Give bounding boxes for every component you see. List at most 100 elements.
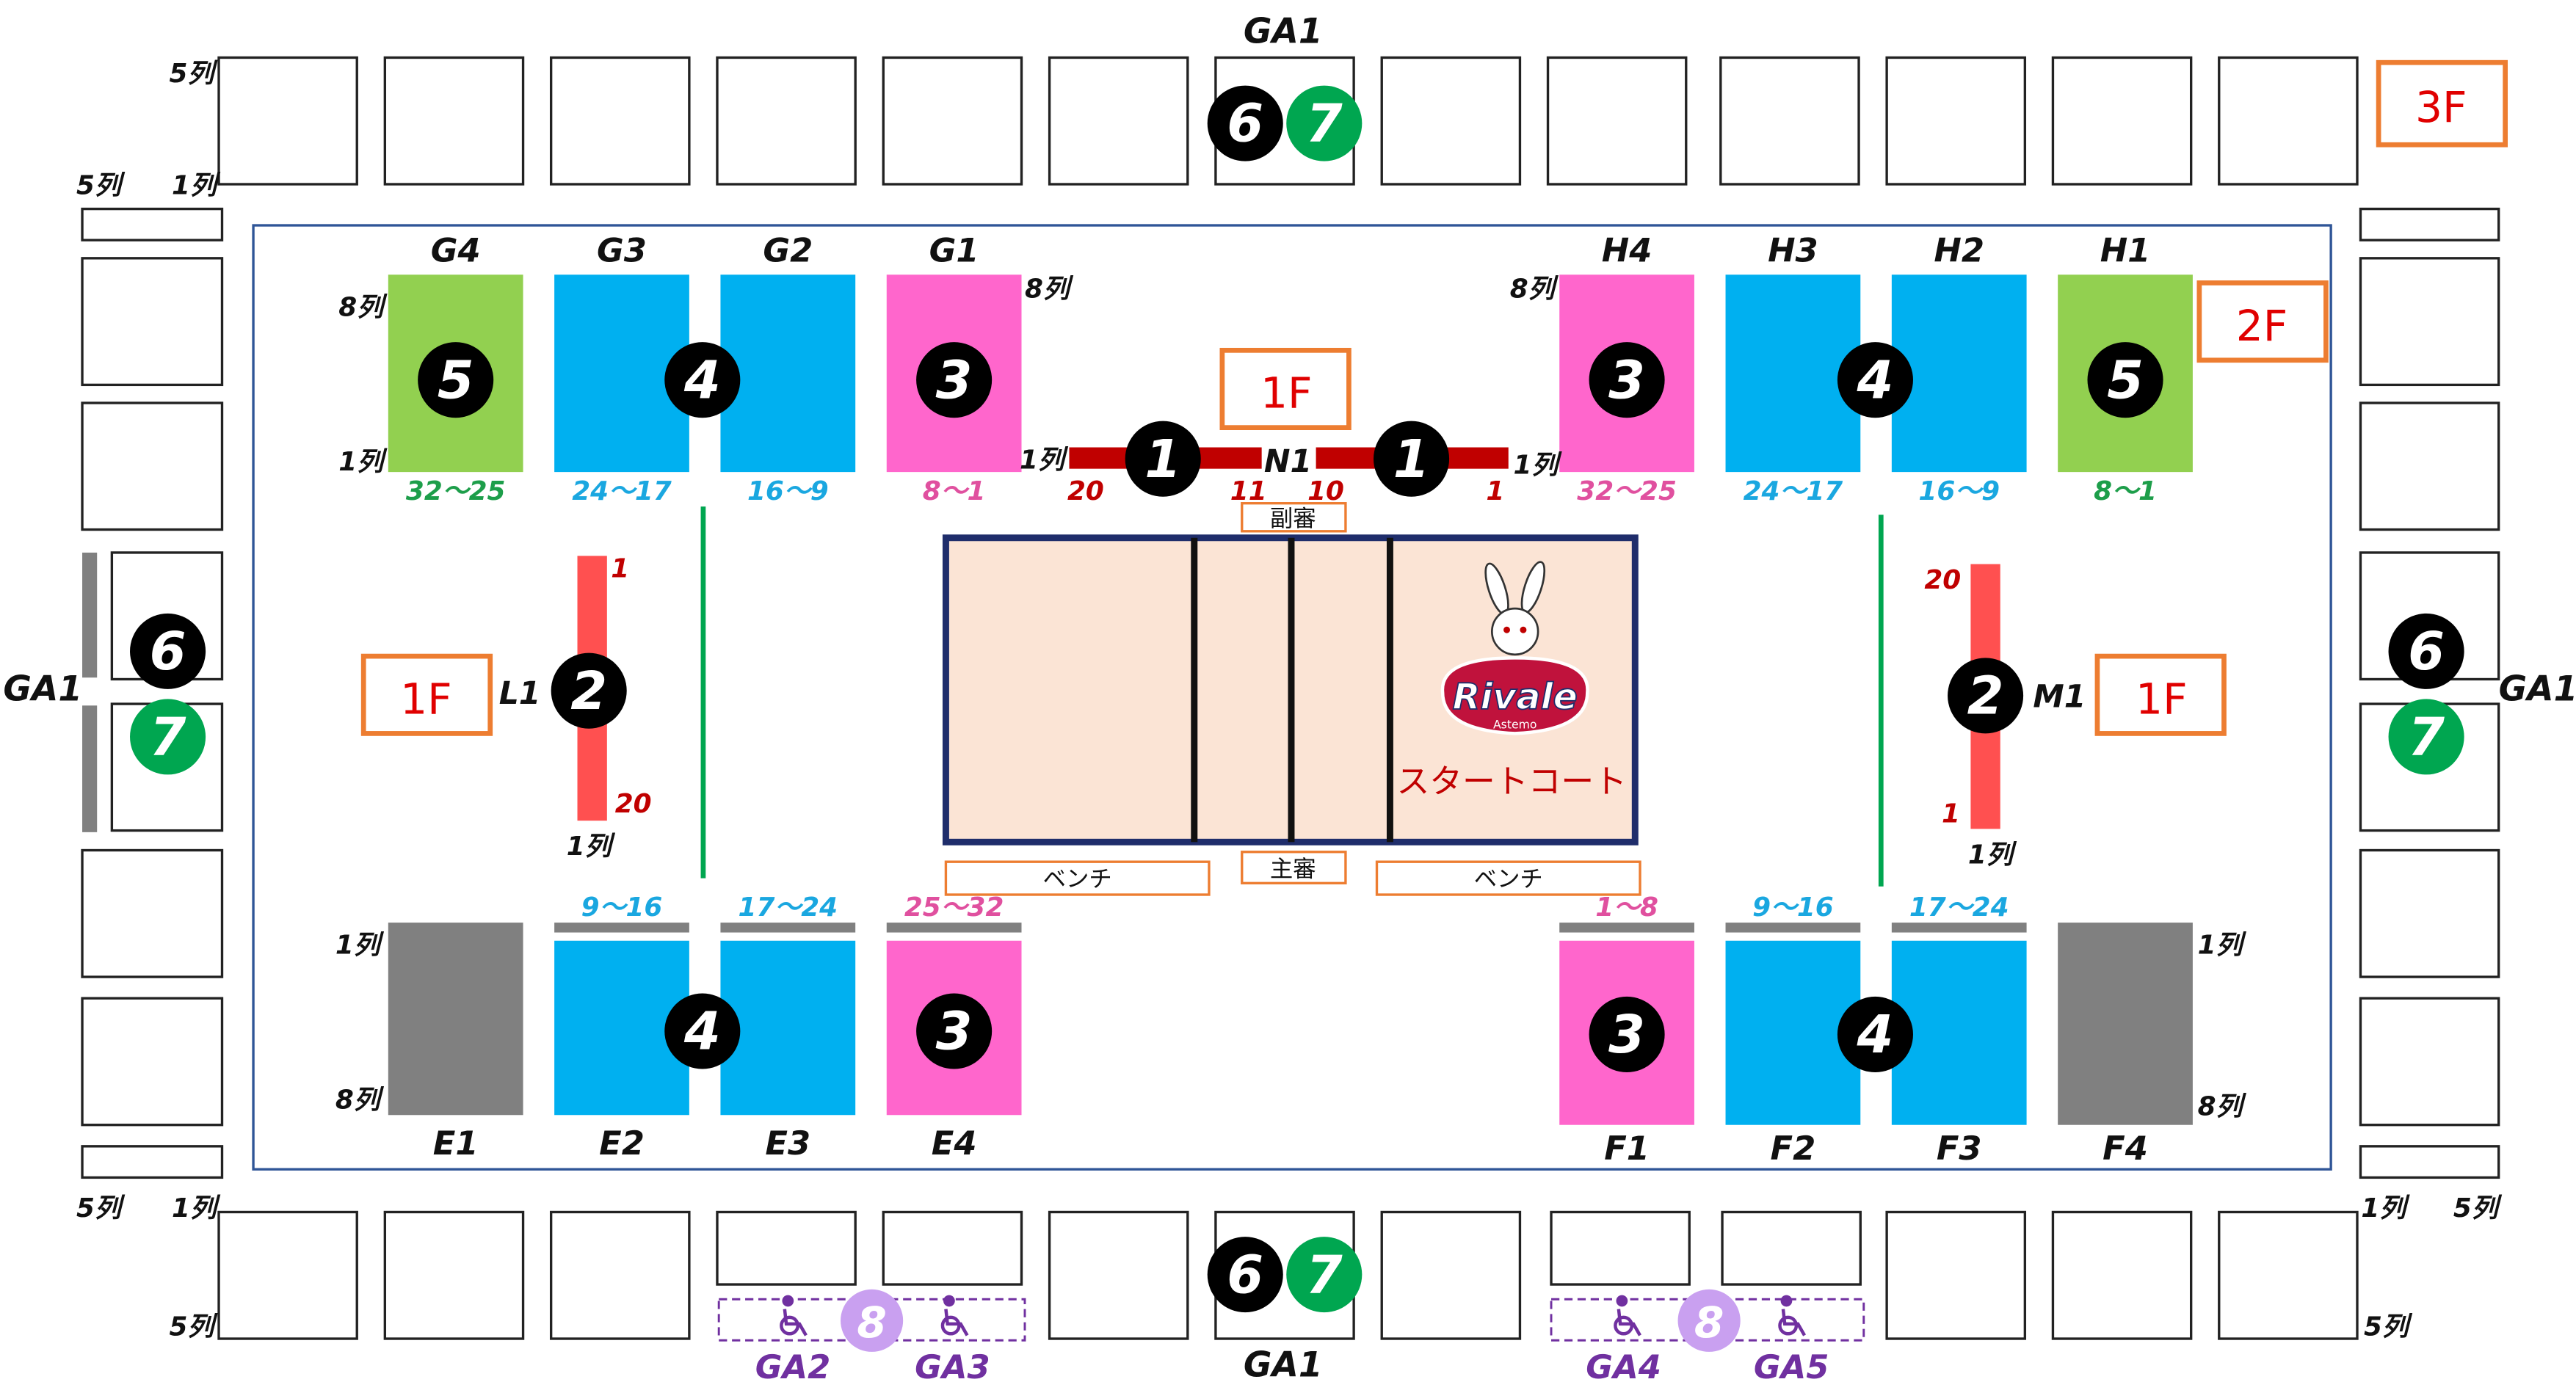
rank-6-label: 6 [1227, 1243, 1263, 1305]
range-h2: 16〜9 [1918, 476, 2000, 506]
row-label: 5列 [76, 1193, 126, 1223]
stand-box[interactable] [81, 207, 224, 241]
green-line [1878, 514, 1884, 887]
rank-8-label: 8 [857, 1298, 887, 1347]
range-g4: 32〜25 [406, 476, 506, 506]
logo-brand: Rivale [1452, 675, 1578, 718]
stand-box[interactable] [1885, 1210, 2027, 1340]
stand-box[interactable] [1721, 1210, 1862, 1286]
stand-box[interactable] [2359, 207, 2500, 241]
rank-5-label: 5 [2107, 349, 2144, 410]
row-label: 1列 [1020, 445, 1069, 476]
stand-box[interactable] [716, 1210, 857, 1286]
block-e3-railing [720, 923, 856, 933]
stand-box[interactable] [1546, 56, 1688, 186]
range-g2: 16〜9 [747, 476, 829, 506]
stand-box[interactable] [2359, 257, 2500, 387]
row-label: 5列 [2453, 1193, 2503, 1223]
rank-4-badge [664, 993, 741, 1069]
stand-box[interactable] [1048, 1210, 1189, 1340]
block-e3[interactable] [720, 940, 856, 1116]
row-label: 8列 [2198, 1091, 2247, 1121]
block-e1[interactable] [388, 923, 523, 1116]
stand-box[interactable] [549, 56, 691, 186]
stand-box[interactable] [1380, 1210, 1522, 1340]
upper-stand-top [217, 56, 2359, 186]
stand-box[interactable] [549, 1210, 691, 1340]
stand-box[interactable] [81, 257, 224, 387]
block-f3[interactable] [1891, 940, 2027, 1125]
stand-box[interactable] [217, 56, 358, 186]
block-h3[interactable] [1725, 274, 1861, 473]
block-f4[interactable] [2058, 923, 2193, 1125]
wheelchair-area-right[interactable] [1550, 1298, 1865, 1342]
stand-box[interactable] [1719, 56, 1860, 186]
block-h2-label: H2 [1934, 230, 1984, 269]
rank-2-badge [551, 652, 627, 729]
row-label: 1列 [2361, 1193, 2410, 1223]
rank-7-label: 7 [1306, 1243, 1343, 1305]
stand-box[interactable] [2359, 997, 2500, 1127]
stand-box[interactable] [2051, 1210, 2193, 1340]
rank-6-label: 6 [150, 620, 186, 682]
rank-3-label: 3 [1608, 349, 1645, 410]
range-e2: 9〜16 [581, 892, 663, 923]
stand-box[interactable] [383, 1210, 525, 1340]
floor-tag-1f-right [2094, 653, 2227, 736]
wheelchair-icon [1614, 1295, 1641, 1336]
row-label: 5列 [76, 170, 126, 200]
row-label: 8列 [338, 292, 388, 322]
rank-4-label: 4 [1856, 1003, 1893, 1065]
stand-box[interactable] [81, 848, 224, 978]
rank-3-badge [916, 993, 993, 1069]
gray-divider [82, 705, 98, 832]
seat-number: 10 [1307, 476, 1344, 506]
bench-right-box [1375, 860, 1641, 896]
rank-7-label: 7 [2408, 706, 2445, 768]
stand-box[interactable] [1885, 56, 2027, 186]
rank-8-badge [1677, 1289, 1741, 1352]
seat-number: 20 [1924, 565, 1961, 595]
row-label: 1列 [567, 832, 616, 862]
stand-box[interactable] [2359, 1145, 2500, 1179]
stand-box[interactable] [2359, 848, 2500, 978]
gray-divider [82, 552, 98, 678]
court-line [1191, 537, 1198, 843]
stand-box[interactable] [1380, 56, 1522, 186]
block-h1-label: H1 [2100, 230, 2151, 269]
stand-box[interactable] [2359, 401, 2500, 531]
ga5-label: GA5 [1754, 1347, 1829, 1386]
stand-box[interactable] [2218, 56, 2359, 186]
stand-box[interactable] [716, 56, 857, 186]
rank-8-label: 8 [1694, 1298, 1724, 1347]
row-label: 1列 [2198, 931, 2247, 961]
stand-box[interactable] [81, 401, 224, 531]
stand-box[interactable] [1550, 1210, 1691, 1286]
stand-box[interactable] [2218, 1210, 2359, 1340]
block-g2[interactable] [720, 274, 856, 473]
rank-1-label: 1 [1144, 428, 1181, 490]
start-court-label: スタートコート [1396, 762, 1627, 801]
floor-tag-2f [2196, 280, 2329, 363]
stand-box[interactable] [1048, 56, 1189, 186]
stand-box[interactable] [217, 1210, 358, 1340]
stand-box[interactable] [2051, 56, 2193, 186]
block-m1-label: M1 [2033, 679, 2086, 716]
block-f3-label: F3 [1937, 1129, 1982, 1168]
row-label: 1列 [172, 1193, 221, 1223]
rank-3-badge [916, 342, 993, 418]
stand-box[interactable] [81, 1145, 224, 1179]
rank-5-badge [2087, 342, 2163, 418]
block-g4-label: G4 [431, 230, 481, 269]
block-g2-label: G2 [763, 230, 813, 269]
stand-box[interactable] [882, 1210, 1023, 1286]
block-e4-label: E4 [932, 1124, 977, 1163]
block-h2[interactable] [1891, 274, 2027, 473]
stand-box[interactable] [81, 997, 224, 1127]
block-g1-label: G1 [929, 230, 979, 269]
block-h3-label: H3 [1768, 230, 1818, 269]
stand-box[interactable] [882, 56, 1023, 186]
stand-box[interactable] [383, 56, 525, 186]
